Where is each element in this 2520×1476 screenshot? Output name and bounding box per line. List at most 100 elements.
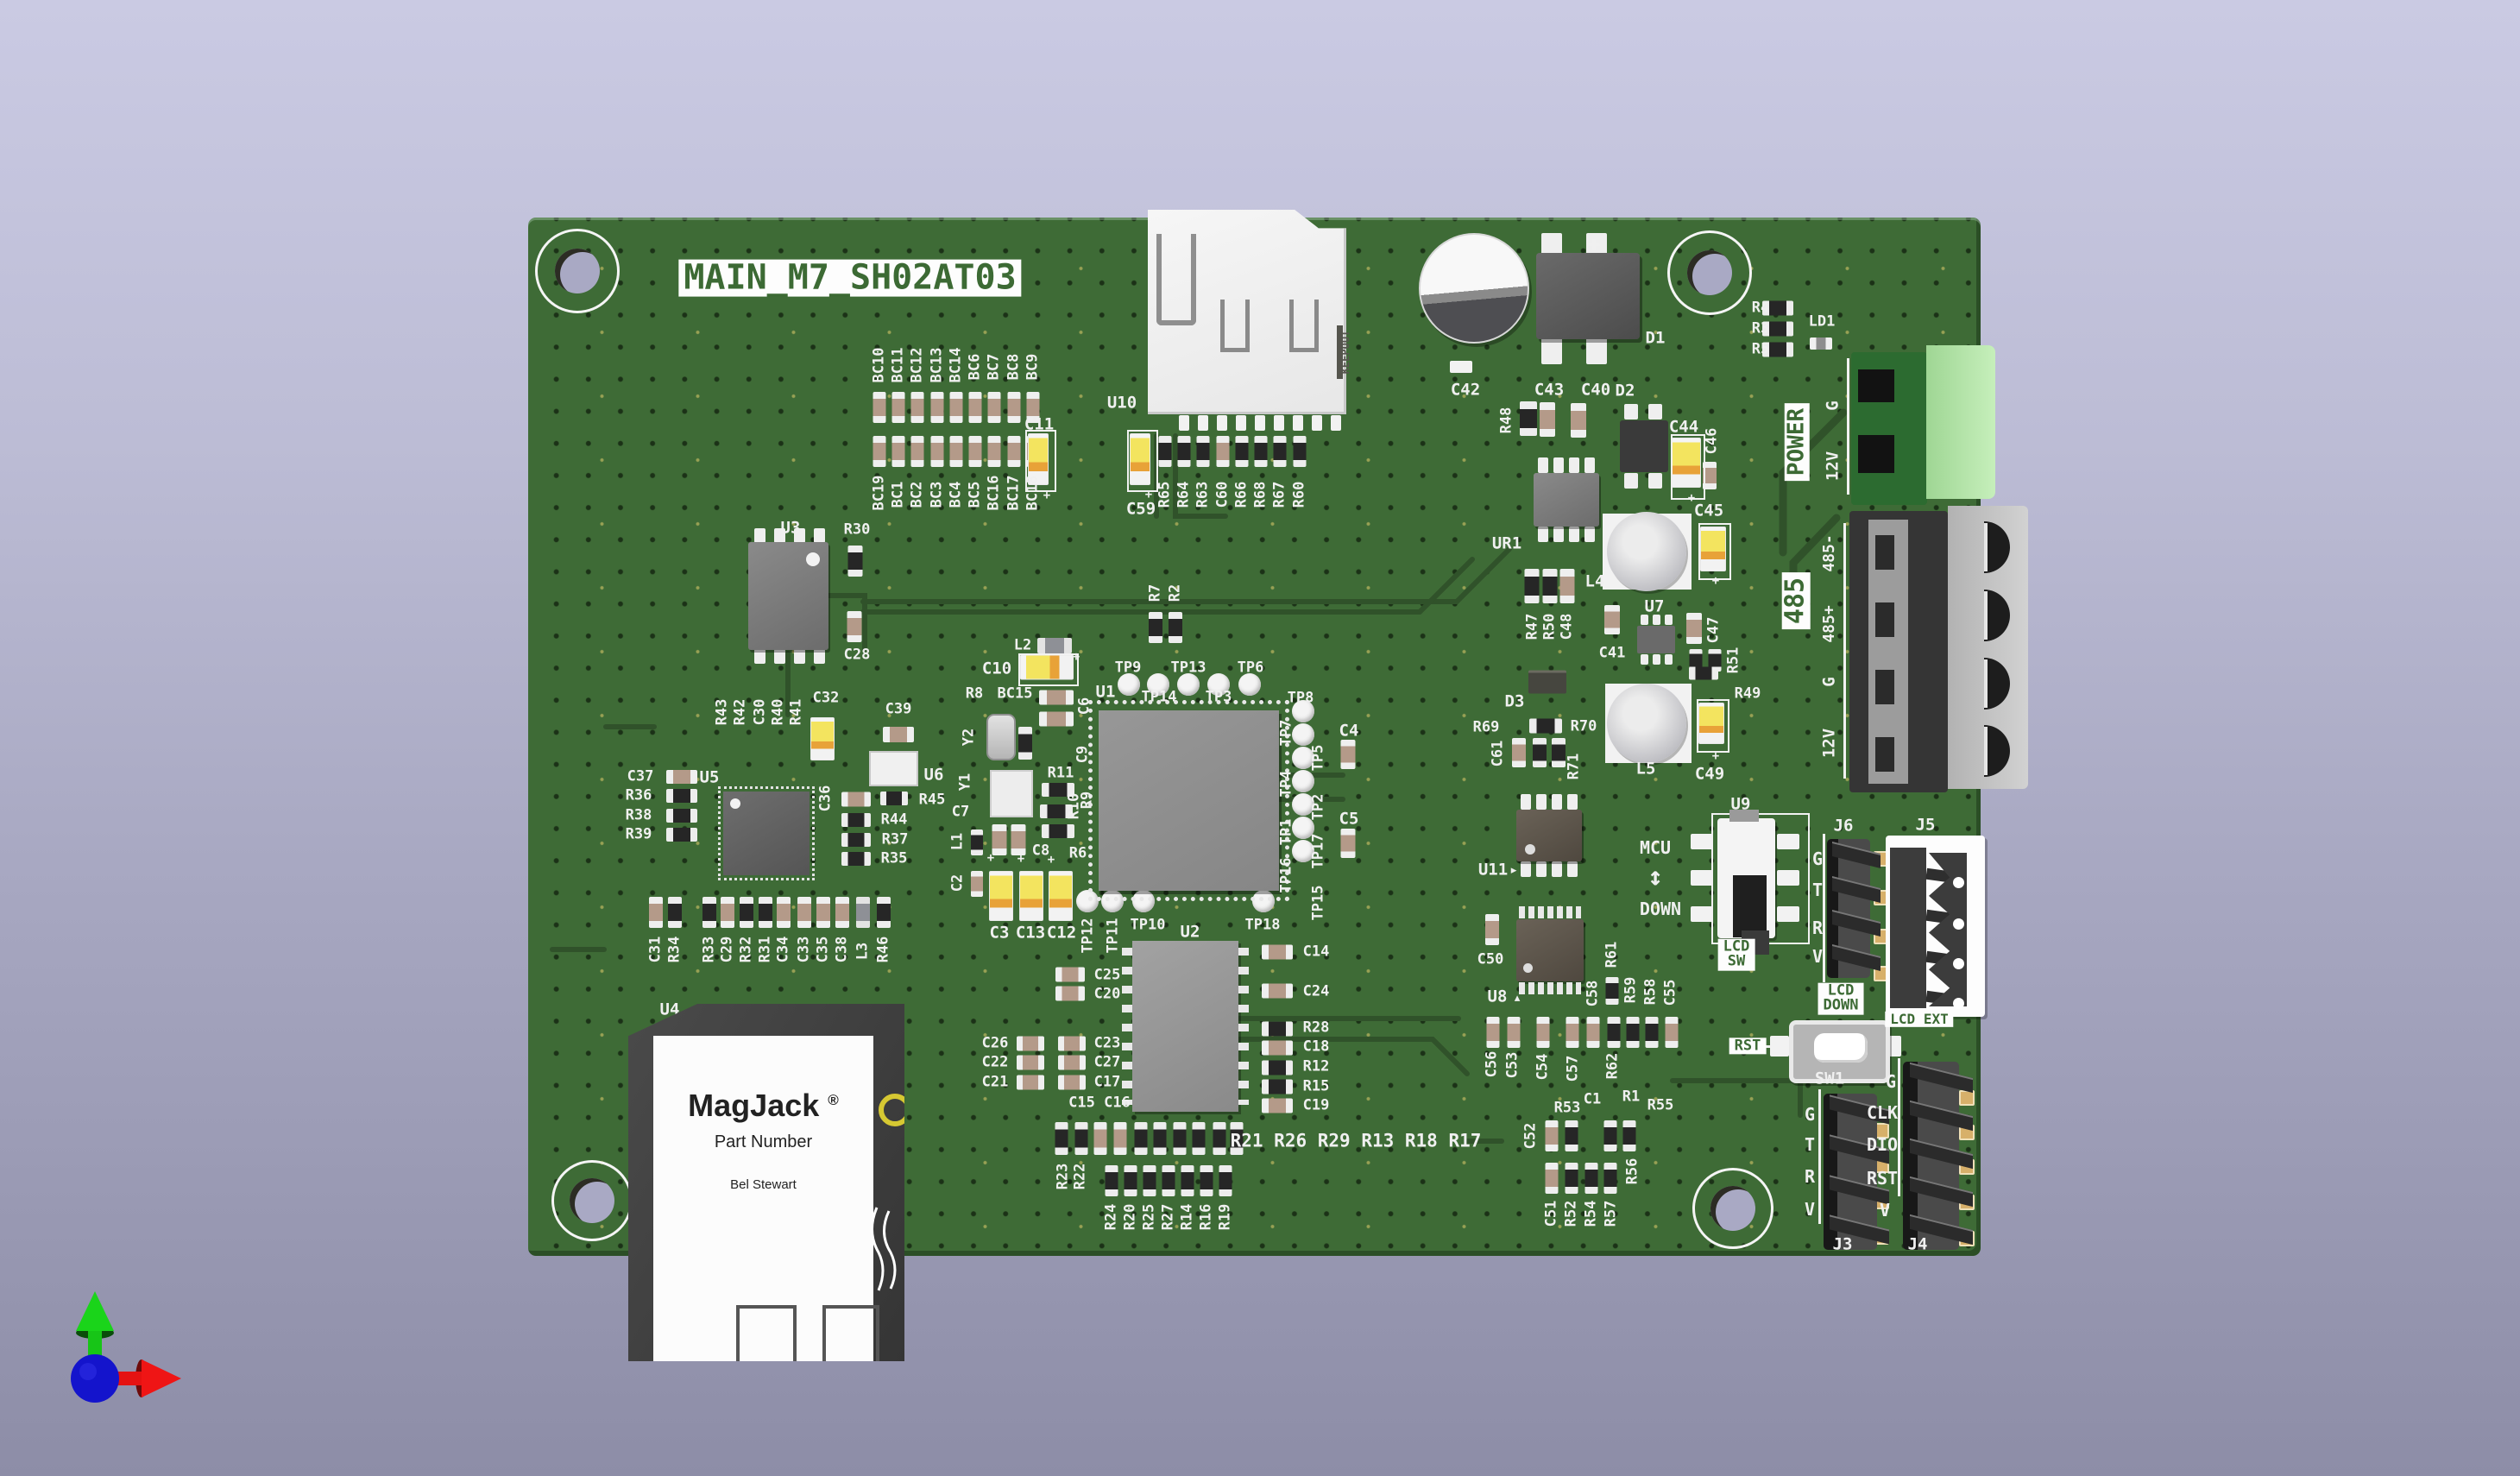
part-res — [740, 897, 753, 928]
part-cap — [891, 392, 905, 423]
part-cap — [1486, 1017, 1500, 1048]
u9-lever-knob[interactable] — [1742, 930, 1769, 955]
part-res — [1134, 1122, 1148, 1155]
slide-switch-u9[interactable] — [1717, 810, 1775, 955]
rs485-slot — [1875, 535, 1894, 570]
u8-pins-bottom — [1519, 982, 1581, 994]
part-cap — [1055, 967, 1085, 982]
rs485-terminal-body — [1849, 511, 1948, 792]
part-cap — [1262, 944, 1293, 960]
part-pad — [1236, 415, 1246, 431]
c44-silk-box — [1671, 434, 1705, 500]
ur1-pin — [1538, 457, 1548, 473]
rs485-screw-terminals[interactable] — [1948, 506, 2028, 789]
u3-pin — [794, 528, 805, 543]
sw1-button[interactable] — [1814, 1033, 1868, 1063]
part-tant — [1028, 433, 1049, 485]
part-cap — [1340, 740, 1356, 769]
u3-pin — [774, 528, 785, 543]
part-cap — [1216, 436, 1230, 467]
part-res — [971, 829, 983, 855]
power-terminal-body — [1851, 352, 1927, 505]
ur1-pin — [1584, 527, 1595, 542]
part-tant — [1698, 703, 1724, 744]
part-ind — [1037, 638, 1072, 653]
part-res — [1158, 436, 1172, 467]
part-cap — [1039, 690, 1074, 705]
part-cap — [992, 824, 1007, 855]
j6-housing — [1827, 839, 1838, 978]
part-tant — [1049, 871, 1073, 921]
part-pad — [1274, 415, 1284, 431]
part-res — [1042, 783, 1074, 797]
part-cap — [1545, 1163, 1559, 1194]
part-cap — [721, 897, 734, 928]
part-res — [666, 809, 697, 823]
d2-pin — [1648, 404, 1662, 419]
u7-pin — [1641, 654, 1648, 665]
part-cap — [930, 436, 944, 467]
part-res — [1042, 824, 1074, 838]
part-tp — [1292, 840, 1314, 862]
part-cap — [1665, 1017, 1679, 1048]
part-res — [841, 852, 871, 866]
part-res — [1622, 1120, 1636, 1151]
u9-lever[interactable] — [1733, 875, 1767, 937]
part-tp — [1132, 890, 1155, 912]
part-pad — [1331, 415, 1341, 431]
j3-silk-bracket — [1818, 1089, 1821, 1224]
magjack-notch — [822, 1305, 879, 1361]
y-axis-shaft — [88, 1331, 102, 1362]
part-cap — [1093, 1122, 1107, 1155]
ur1-pin — [1584, 457, 1595, 473]
crystal-y2 — [986, 714, 1016, 760]
part-cap — [1007, 392, 1021, 423]
part-cap — [777, 897, 791, 928]
part-cap — [1586, 1017, 1600, 1048]
sd-slot-contact-1 — [1220, 300, 1250, 352]
part-res — [1603, 1163, 1617, 1194]
part-res — [1689, 649, 1703, 672]
c59-silk-box — [1127, 430, 1158, 492]
part-cap — [1340, 829, 1356, 858]
part-res — [841, 833, 871, 847]
rs485-slot — [1875, 737, 1894, 772]
sd-slot-spring — [1156, 234, 1196, 325]
part-pad — [1691, 870, 1713, 886]
part-res — [1645, 1017, 1659, 1048]
u11-pin — [1552, 794, 1562, 810]
part-tant — [989, 871, 1013, 921]
part-pad — [1179, 415, 1189, 431]
magjack-wire-marks — [871, 1207, 897, 1291]
part-res — [1524, 569, 1540, 603]
part-res — [1762, 321, 1793, 337]
part-cap — [987, 436, 1001, 467]
part-res — [1565, 1120, 1578, 1151]
mounting-hole-bottom-left — [551, 1160, 633, 1241]
part-cap — [1571, 403, 1586, 438]
crystal-y1 — [990, 770, 1033, 817]
part-cap — [873, 392, 886, 423]
u3-pin — [754, 528, 765, 543]
magjack-part-number: Part Number — [714, 1132, 813, 1151]
power-terminal-notch — [1858, 369, 1894, 402]
part-res — [1149, 612, 1162, 643]
ur1-pin — [1569, 457, 1579, 473]
part-tp — [1076, 890, 1099, 912]
part-res — [1262, 1060, 1293, 1075]
u2-pins-left — [1122, 948, 1132, 1105]
reset-button-sw1[interactable] — [1789, 1020, 1890, 1083]
part-res — [1293, 436, 1307, 467]
power-silk-bracket — [1847, 358, 1849, 495]
part-cap — [987, 392, 1001, 423]
part-tp — [1118, 673, 1140, 696]
part-cap — [891, 436, 905, 467]
part-cap — [971, 871, 983, 897]
part-tp — [1292, 770, 1314, 792]
part-cap — [968, 392, 982, 423]
u7-pin — [1653, 615, 1660, 625]
axis-gizmo — [71, 1291, 181, 1403]
part-cap — [1540, 402, 1555, 437]
u7-pin — [1665, 654, 1673, 665]
